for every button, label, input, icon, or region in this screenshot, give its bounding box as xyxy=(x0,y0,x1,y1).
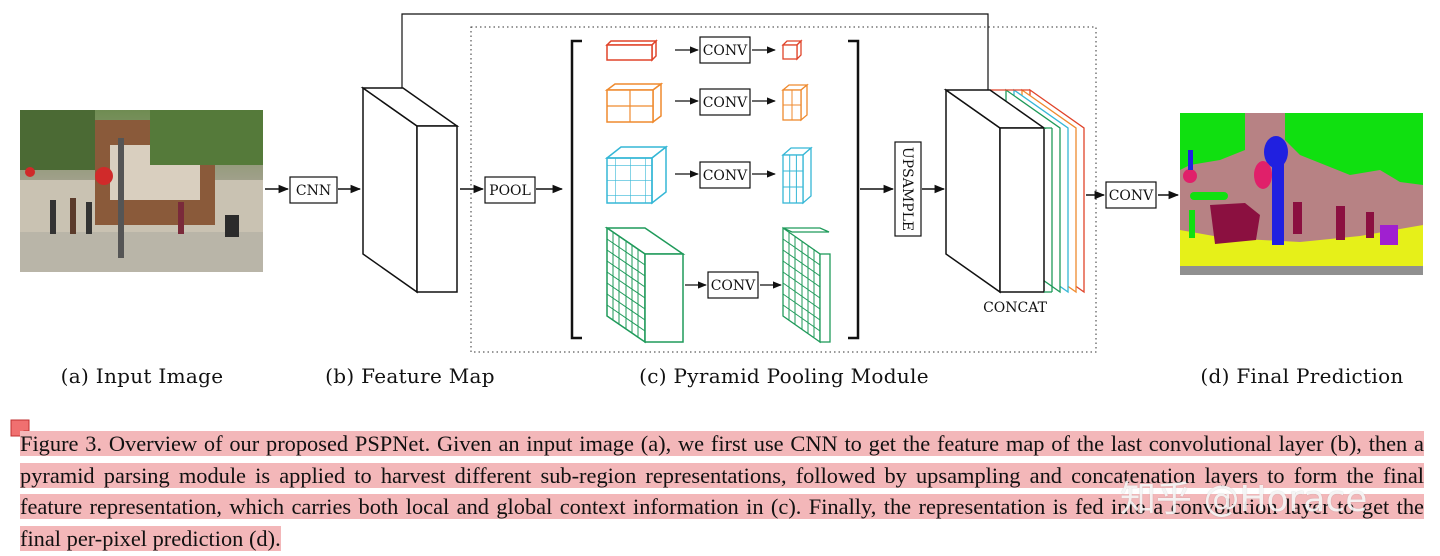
ppm-frame xyxy=(470,26,1097,353)
upsample-block: UPSAMPLE xyxy=(860,141,946,237)
caption-a: (a) Input Image xyxy=(61,364,224,388)
caption-d: (d) Final Prediction xyxy=(1200,364,1403,388)
skip-connection-arrow xyxy=(401,13,992,104)
concat-block: CONCAT xyxy=(943,88,1085,316)
final-conv-block: CONV xyxy=(1086,181,1180,209)
conv-label-3: CONV xyxy=(703,168,748,184)
concat-label: CONCAT xyxy=(983,300,1047,316)
figure-caption: Figure 3. Overview of our proposed PSPNe… xyxy=(20,428,1424,554)
pyramid-level-4: CONV xyxy=(604,226,831,344)
conv-label-2: CONV xyxy=(703,95,748,111)
pyramid-level-3: CONV xyxy=(604,145,813,205)
right-bracket xyxy=(848,39,860,340)
pyramid-level-1: CONV xyxy=(605,36,803,64)
input-image xyxy=(20,110,263,272)
cnn-label: CNN xyxy=(296,183,331,199)
cnn-block: CNN xyxy=(265,176,362,204)
final-prediction-map xyxy=(1180,113,1423,275)
conv-label-1: CONV xyxy=(703,43,748,59)
pspnet-diagram: CNN POOL CONV xyxy=(20,13,1423,388)
caption-c: (c) Pyramid Pooling Module xyxy=(639,364,929,388)
pool-block: POOL xyxy=(460,176,564,204)
left-bracket xyxy=(570,39,582,340)
conv-label-4: CONV xyxy=(711,278,756,294)
feature-map xyxy=(360,86,460,294)
upsample-label: UPSAMPLE xyxy=(899,147,915,231)
figure-caption-text: Figure 3. Overview of our proposed PSPNe… xyxy=(20,431,1424,551)
pool-label: POOL xyxy=(489,183,531,199)
final-conv-label: CONV xyxy=(1109,188,1154,204)
caption-b: (b) Feature Map xyxy=(325,364,495,388)
pyramid-level-2: CONV xyxy=(604,82,809,124)
